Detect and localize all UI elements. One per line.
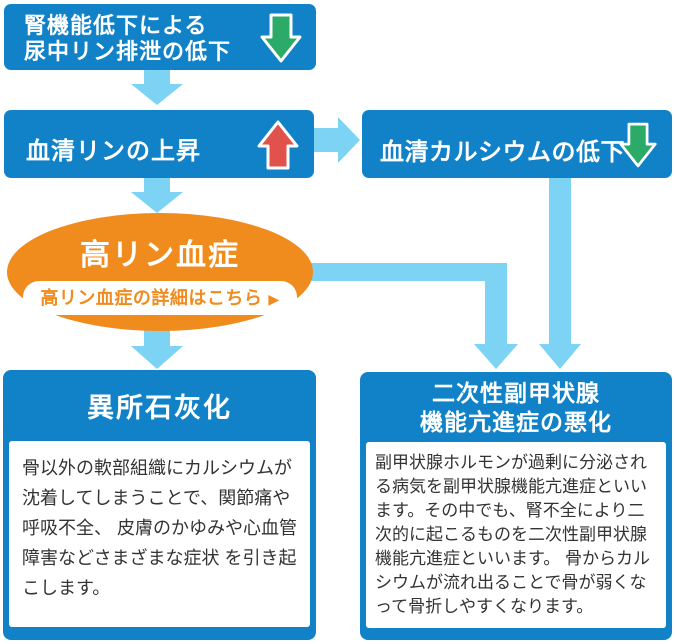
hyperphosphatemia-detail-link[interactable]: 高リン血症の詳細はこちら ▶ [23,281,297,315]
decrease-arrow-icon [619,122,657,168]
hyperphosphatemia-ellipse: 高リン血症 高リン血症の詳細はこちら ▶ [7,213,313,331]
arrow-calcium-to-shpt [539,176,581,369]
serum-phosphorus-label: 血清リンの上昇 [26,138,201,165]
shpt-title-line1: 二次性副甲状腺 [432,380,600,406]
ectopic-calcification-description: 骨以外の軟部組織にカルシウムが沈着してしまうことで、関節痛や呼吸不全、 皮膚のか… [9,441,310,627]
secondary-hyperparathyroidism-description: 副甲状腺ホルモンが過剰に分泌される病気を副甲状腺機能亢進症といいます。その中でも… [366,442,666,628]
arrow-hyperphosphatemia-to-shpt-elbow [308,263,518,369]
renal-function-line1: 腎機能低下による [24,13,208,38]
renal-function-line2: 尿中リン排泄の低下 [24,39,232,64]
arrow-hyperphosphatemia-to-ectopic [131,324,183,369]
renal-function-label: 腎機能低下による 尿中リン排泄の低下 [24,13,231,65]
arrow-phosphorus-to-hyperphosphatemia [131,174,183,213]
serum-calcium-box: 血清カルシウムの低下 [362,110,672,178]
ectopic-calcification-box: 異所石灰化 骨以外の軟部組織にカルシウムが沈着してしまうことで、関節痛や呼吸不全… [3,370,316,640]
right-triangle-icon: ▶ [268,291,280,307]
detail-link-label: 高リン血症の詳細はこちら [40,288,263,308]
decrease-arrow-icon [260,13,302,63]
serum-calcium-label: 血清カルシウムの低下 [380,139,625,166]
secondary-hyperparathyroidism-box: 二次性副甲状腺 機能亢進症の悪化 副甲状腺ホルモンが過剰に分泌される病気を副甲状… [360,372,672,640]
arrow-phosphorus-to-calcium [312,117,360,163]
renal-function-box: 腎機能低下による 尿中リン排泄の低下 [4,4,316,70]
increase-arrow-icon [257,120,299,170]
shpt-title-line2: 機能亢進症の悪化 [420,409,612,435]
serum-phosphorus-box: 血清リンの上昇 [4,110,314,178]
hyperphosphatemia-title: 高リン血症 [80,239,240,272]
arrow-renal-to-phosphorus [131,64,183,105]
ectopic-calcification-title: 異所石灰化 [87,393,232,423]
secondary-hyperparathyroidism-title: 二次性副甲状腺 機能亢進症の悪化 [360,372,672,442]
